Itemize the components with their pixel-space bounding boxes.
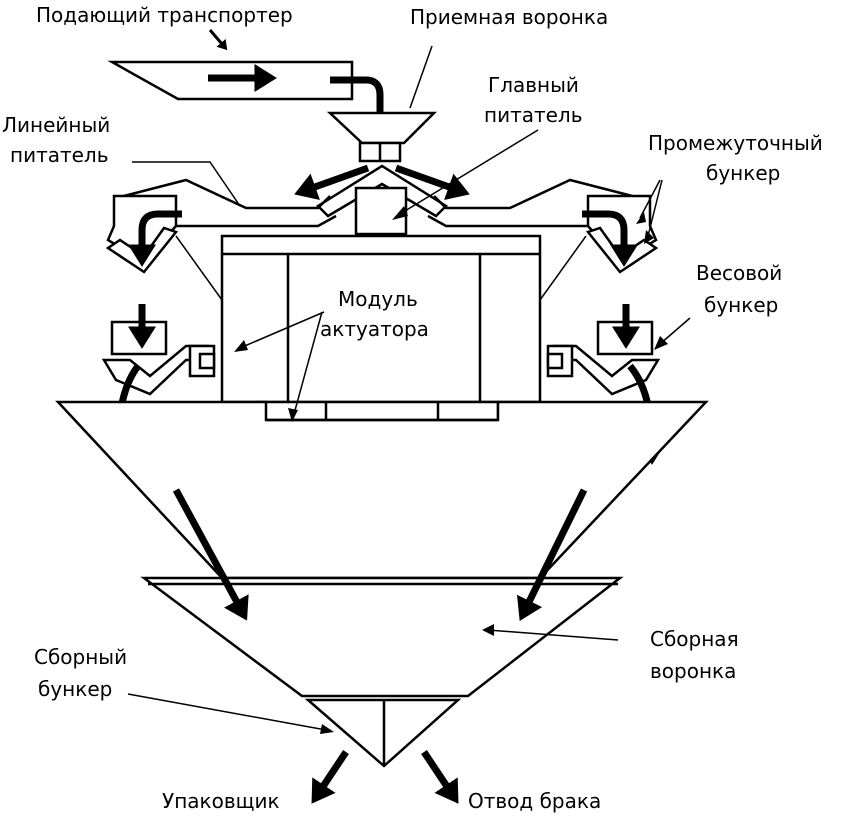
funnel-left-flow-arrow [172, 488, 249, 621]
label-collecting-funnel-line1: Сборная [650, 627, 739, 651]
label-packer: Упаковщик [162, 789, 280, 813]
funnel-right-flow-arrow [516, 488, 588, 621]
intermediate-right-flow-arrow [582, 210, 638, 267]
label-intermediate-hopper-line1: Промежуточный [648, 131, 823, 155]
collecting-funnel [55, 400, 709, 698]
label-receiving-funnel: Приемная воронка [410, 5, 608, 29]
feed-conveyor [107, 60, 354, 101]
label-intermediate-hopper-line2: бункер [706, 161, 780, 185]
label-weigh-hopper-line2: бункер [704, 293, 778, 317]
conveyor-to-funnel-arrow [330, 76, 394, 141]
leader-lines [127, 29, 691, 734]
linear-feeder-right [427, 178, 641, 228]
label-collecting-hopper-line1: Сборный [34, 645, 127, 669]
label-linear-feeder-line1: Линейный [2, 113, 110, 137]
main-feeder-left-arrow [294, 164, 370, 201]
label-main-feeder-line2: питатель [484, 103, 583, 127]
label-weigh-hopper-line1: Весовой [696, 261, 782, 285]
label-feed-conveyor: Подающий транспортер [36, 3, 293, 27]
label-actuator-module-line1: Модуль [338, 287, 418, 311]
main-feeder [316, 164, 448, 236]
label-actuator-module-line2: актуатора [320, 317, 429, 341]
linear-feeder-left [115, 178, 337, 228]
intermediate-left-flow-arrow [128, 210, 182, 267]
to-packer-arrow [311, 750, 349, 804]
label-main-feeder-line1: Главный [488, 73, 579, 97]
label-reject-discharge: Отвод брака [468, 789, 601, 813]
label-linear-feeder-line2: питатель [10, 143, 109, 167]
label-collecting-hopper-line2: бункер [38, 677, 112, 701]
main-feeder-right-arrow [394, 164, 470, 201]
receiving-funnel [326, 111, 438, 163]
weigh-hopper-left [101, 320, 216, 396]
collecting-hopper [304, 698, 462, 768]
to-reject-arrow [421, 750, 459, 804]
label-collecting-funnel-line2: воронка [650, 659, 736, 683]
